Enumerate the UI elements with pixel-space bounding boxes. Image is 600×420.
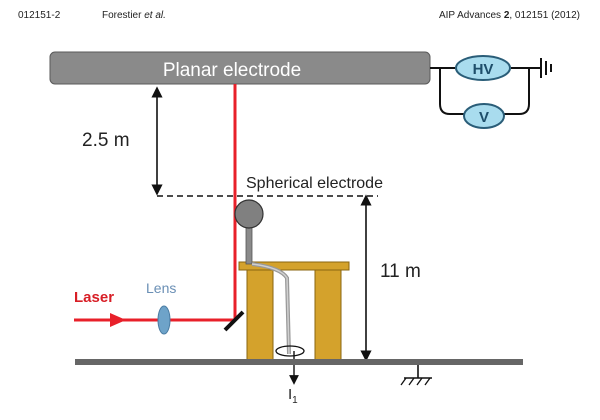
current-label-subscript: 1 [292,395,298,406]
distance-upper-label: 2.5 m [82,130,130,151]
current-probe-ring [275,345,305,357]
planar-electrode-label: Planar electrode [163,60,301,81]
header-authors: Forestier et al. [102,10,166,21]
wire-to-voltmeter-left [439,68,464,115]
current-label-main: I [288,386,292,403]
header-volume: 2 [503,10,510,21]
header-journal: AIP Advances [438,10,504,21]
ground-symbol-top [540,58,552,78]
laser-arrowhead [110,313,126,327]
spherical-electrode-label: Spherical electrode [246,175,383,192]
ground-cable-highlight [251,263,290,355]
table-leg-right [314,269,342,363]
current-label: I1 [288,386,298,406]
wire-to-voltmeter-right [504,68,530,115]
distance-lower-label: 11 m [380,261,421,282]
lens [157,305,171,335]
laser-label: Laser [74,289,114,306]
table-top [238,261,350,271]
header-citation: AIP Advances 2, 012151 (2012) [439,10,580,21]
voltmeter [463,103,505,129]
hv-label: HV [473,61,494,78]
header-citation-suffix: , 012151 (2012) [509,10,580,21]
sphere-support-rod [245,225,253,265]
hv-source [455,55,511,81]
header-authors-etal: et al. [144,10,166,21]
spherical-electrode [234,199,264,229]
lens-label: Lens [146,280,176,296]
ground-symbol-bottom [400,365,432,386]
header-authors-name: Forestier [102,10,145,21]
table-leg-left [246,269,274,363]
ground-plane [75,359,523,365]
voltmeter-label: V [479,109,489,126]
mirror [223,310,245,332]
header-page-id: 012151-2 [18,10,61,21]
